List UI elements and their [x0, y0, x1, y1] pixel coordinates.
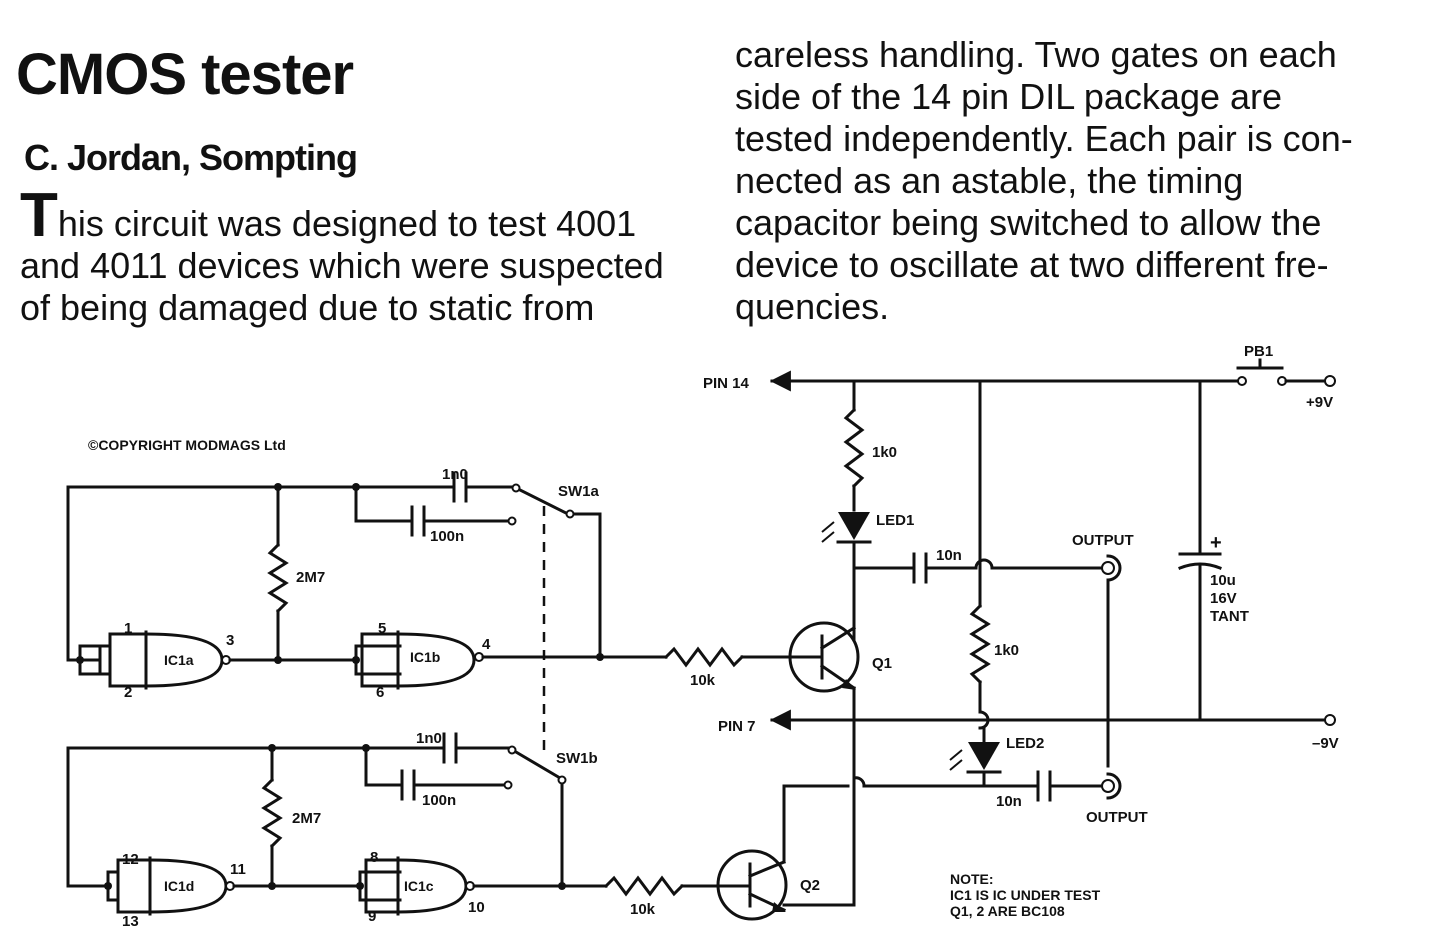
- plus-9v-terminal: [1324, 375, 1336, 387]
- c-supply-label: 10u: [1210, 572, 1236, 589]
- c-out2-label: 10n: [996, 793, 1022, 810]
- led2-icon: [968, 742, 1000, 770]
- r-base1-label: 10k: [690, 672, 716, 689]
- output1-coupling: [852, 552, 1122, 768]
- ic1d-gate: [104, 856, 364, 916]
- output2-label: OUTPUT: [1086, 809, 1148, 826]
- ic1a-gate: [76, 630, 360, 690]
- col2-line-2: side of the 14 pin DIL package are: [735, 76, 1283, 117]
- c-supply-voltage: 16V: [1210, 590, 1237, 607]
- pin9-label: 9: [368, 908, 376, 925]
- q2-label: Q2: [800, 877, 820, 894]
- pin6-label: 6: [376, 684, 384, 701]
- top-oscillator: [66, 471, 604, 662]
- pin4-label: 4: [482, 636, 491, 653]
- col2-line-3: tested independently. Each pair is con-: [735, 118, 1353, 159]
- intro-line-1: This circuit was designed to test 4001: [20, 185, 695, 247]
- sw1a-contact: [517, 487, 571, 517]
- negative-rail: [769, 709, 1336, 731]
- copyright-mark: ©COPYRIGHT MODMAGS Ltd: [88, 437, 286, 453]
- c-supply-plus: +: [1210, 532, 1222, 554]
- r-led1-label: 1k0: [872, 444, 897, 461]
- col2-line-1: careless handling. Two gates on each: [735, 34, 1337, 75]
- c1-bottom-label: 100n: [430, 528, 464, 545]
- r-mid-label: 1k0: [994, 642, 1019, 659]
- positive-rail: [769, 358, 1336, 392]
- pin1-label: 1: [124, 620, 132, 637]
- pin10-label: 10: [468, 899, 485, 916]
- ic1c-gate: [358, 856, 752, 916]
- led1-label: LED1: [876, 512, 914, 529]
- note-line-1: IC1 IS IC UNDER TEST: [950, 887, 1101, 903]
- article-title: CMOS tester: [16, 42, 354, 107]
- circuit-diagram: PIN 14 PB1 +9V PIN 7 –9V 1k0 LED1 10n OU…: [66, 343, 1339, 930]
- col2-line-7: quencies.: [735, 286, 890, 327]
- pin5-label: 5: [378, 620, 386, 637]
- note-line-2: Q1, 2 ARE BC108: [950, 903, 1065, 919]
- ic1d-label: IC1d: [164, 878, 194, 894]
- led1-branch: [821, 379, 872, 642]
- intro-paragraph: This circuit was designed to test 4001 a…: [20, 185, 695, 329]
- minus-9v-terminal: [1324, 714, 1336, 726]
- c2-bottom-label: 100n: [422, 792, 456, 809]
- c-supply-type: TANT: [1210, 608, 1249, 625]
- note-title: NOTE:: [950, 871, 994, 887]
- pin3-label: 3: [226, 632, 234, 649]
- article-byline: C. Jordan, Sompting: [24, 137, 358, 178]
- intro-line-3: of being damaged due to static from: [20, 287, 595, 328]
- pin12-label: 12: [122, 851, 139, 868]
- bottom-oscillator: [66, 732, 567, 890]
- intro-line-2: and 4011 devices which were suspected: [20, 245, 664, 286]
- col2-line-6: device to oscillate at two different fre…: [735, 244, 1329, 285]
- sw1b-contact: [513, 749, 563, 781]
- q2-transistor: [716, 770, 866, 921]
- output1-socket: [1101, 561, 1115, 575]
- intro-line-1-text: his circuit was designed to test 4001: [57, 203, 637, 244]
- middle-branch: [949, 379, 1002, 788]
- led1-icon: [838, 512, 870, 540]
- plus-9v-label: +9V: [1306, 394, 1333, 411]
- c-out1-label: 10n: [936, 547, 962, 564]
- pin8-label: 8: [370, 849, 378, 866]
- output1-label: OUTPUT: [1072, 532, 1134, 549]
- pin13-label: 13: [122, 913, 139, 930]
- note-block: NOTE: IC1 IS IC UNDER TEST Q1, 2 ARE BC1…: [950, 871, 1101, 919]
- q1-transistor: [788, 621, 860, 788]
- minus-9v-label: –9V: [1312, 735, 1339, 752]
- ic1a-label: IC1a: [164, 652, 194, 668]
- pb1-label: PB1: [1244, 343, 1273, 360]
- copyright-text: ©COPYRIGHT MODMAGS Ltd: [88, 437, 286, 453]
- c1-top-label: 1n0: [442, 466, 468, 483]
- supply-capacitor: [1178, 379, 1222, 722]
- output2-socket: [1101, 779, 1115, 793]
- r-fb2-label: 2M7: [292, 810, 321, 827]
- col2-line-5: capacitor being switched to allow the: [735, 202, 1322, 243]
- q1-label: Q1: [872, 655, 892, 672]
- pin2-label: 2: [124, 684, 132, 701]
- led2-label: LED2: [1006, 735, 1044, 752]
- r-base2-label: 10k: [630, 901, 656, 918]
- col2-line-4: nected as an astable, the timing: [735, 160, 1244, 201]
- sw1b-label: SW1b: [556, 750, 598, 767]
- r-fb1-label: 2M7: [296, 569, 325, 586]
- output2-coupling: [862, 770, 1122, 802]
- drop-cap: T: [20, 181, 58, 250]
- sw1a-label: SW1a: [558, 483, 600, 500]
- ic1c-label: IC1c: [404, 878, 434, 894]
- pin14-label: PIN 14: [703, 375, 750, 392]
- ic1b-gate: [354, 630, 824, 690]
- c2-top-label: 1n0: [416, 730, 442, 747]
- ic1b-label: IC1b: [410, 649, 440, 665]
- pin7-label: PIN 7: [718, 718, 756, 735]
- pin11-label: 11: [230, 861, 246, 878]
- second-column-paragraph: careless handling. Two gates on each sid…: [735, 34, 1410, 328]
